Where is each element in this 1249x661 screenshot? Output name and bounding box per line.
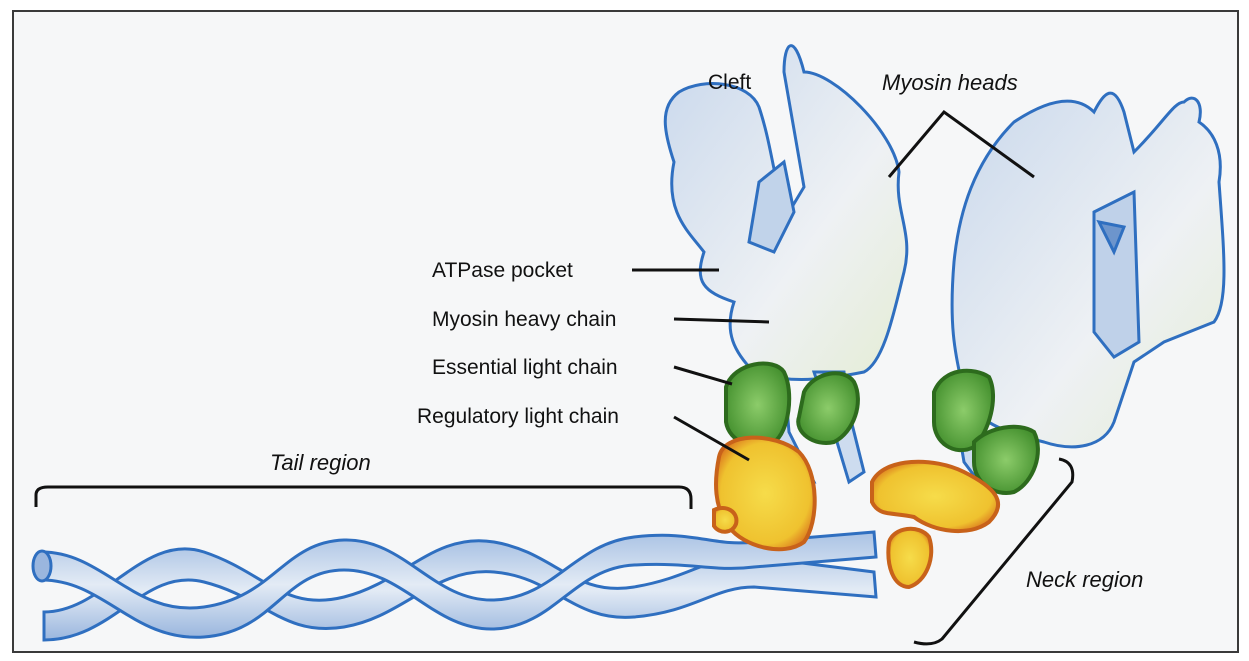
myosin-heavy-chain-label: Myosin heavy chain [432,309,616,330]
myosin-heads-label: Myosin heads [882,72,1018,94]
light-chain-blob [714,508,736,532]
light-chain-blob [726,364,789,446]
tail-region-bracket [36,487,691,509]
cleft-label: Cleft [708,72,751,93]
light-chain-blob [888,529,931,587]
essential-light-chain-label: Essential light chain [432,357,618,378]
myosin-head-left [665,46,907,380]
tail-region-label: Tail region [270,452,371,474]
atpase-pocket-label: ATPase pocket [432,260,573,281]
regulatory-light-chain-label: Regulatory light chain [417,406,619,427]
neck-region-label: Neck region [1026,569,1143,591]
essential-light-chain-pointer [674,367,732,384]
myosin-diagram [14,12,1239,653]
diagram-frame: Cleft Myosin heads ATPase pocket Myosin … [12,10,1239,653]
tail-end [33,551,51,581]
coiled-coil-tail [33,532,876,640]
